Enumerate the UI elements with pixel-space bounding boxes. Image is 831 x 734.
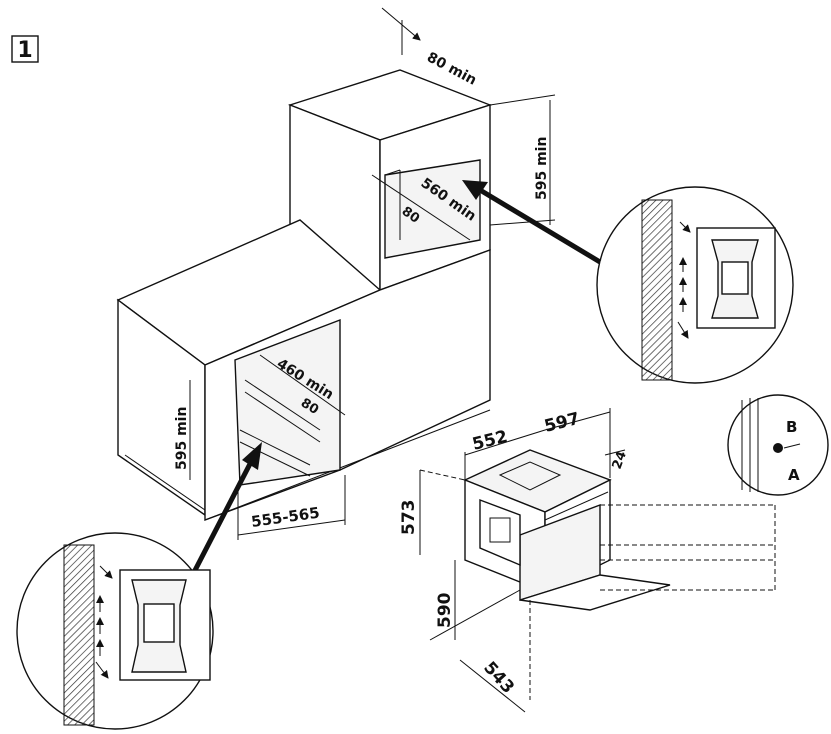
dim-oven-width-front: 597 [542, 409, 581, 437]
dim-niche-height-upper: 595 min [534, 137, 550, 200]
dim-oven-depth: 543 [479, 658, 518, 698]
cabinet-dimension-lines [189, 7, 556, 540]
figure-number: 1 [17, 38, 32, 63]
label-b: B [786, 418, 797, 436]
dim-oven-height: 573 [399, 500, 419, 536]
detail-circle-upper [596, 186, 794, 384]
oven-drawing [463, 449, 671, 611]
dim-oven-front-height: 590 [435, 592, 455, 628]
dim-cabinet-width-lower: 555-565 [250, 504, 321, 531]
dim-niche-height-lower: 595 min [174, 407, 190, 470]
screw-head-icon [773, 443, 783, 453]
oven-dimension-lines [419, 408, 626, 713]
screw-detail-circle: B A [727, 394, 829, 496]
label-a: A [788, 466, 800, 484]
figure-number-box: 1 [11, 35, 39, 63]
dim-oven-width-top: 552 [470, 427, 509, 455]
oven-projection-lines [419, 469, 776, 700]
detail-circle-lower [16, 532, 214, 730]
dim-oven-thickness: 24 [610, 449, 630, 471]
detail-pointer-arrows [187, 180, 602, 582]
